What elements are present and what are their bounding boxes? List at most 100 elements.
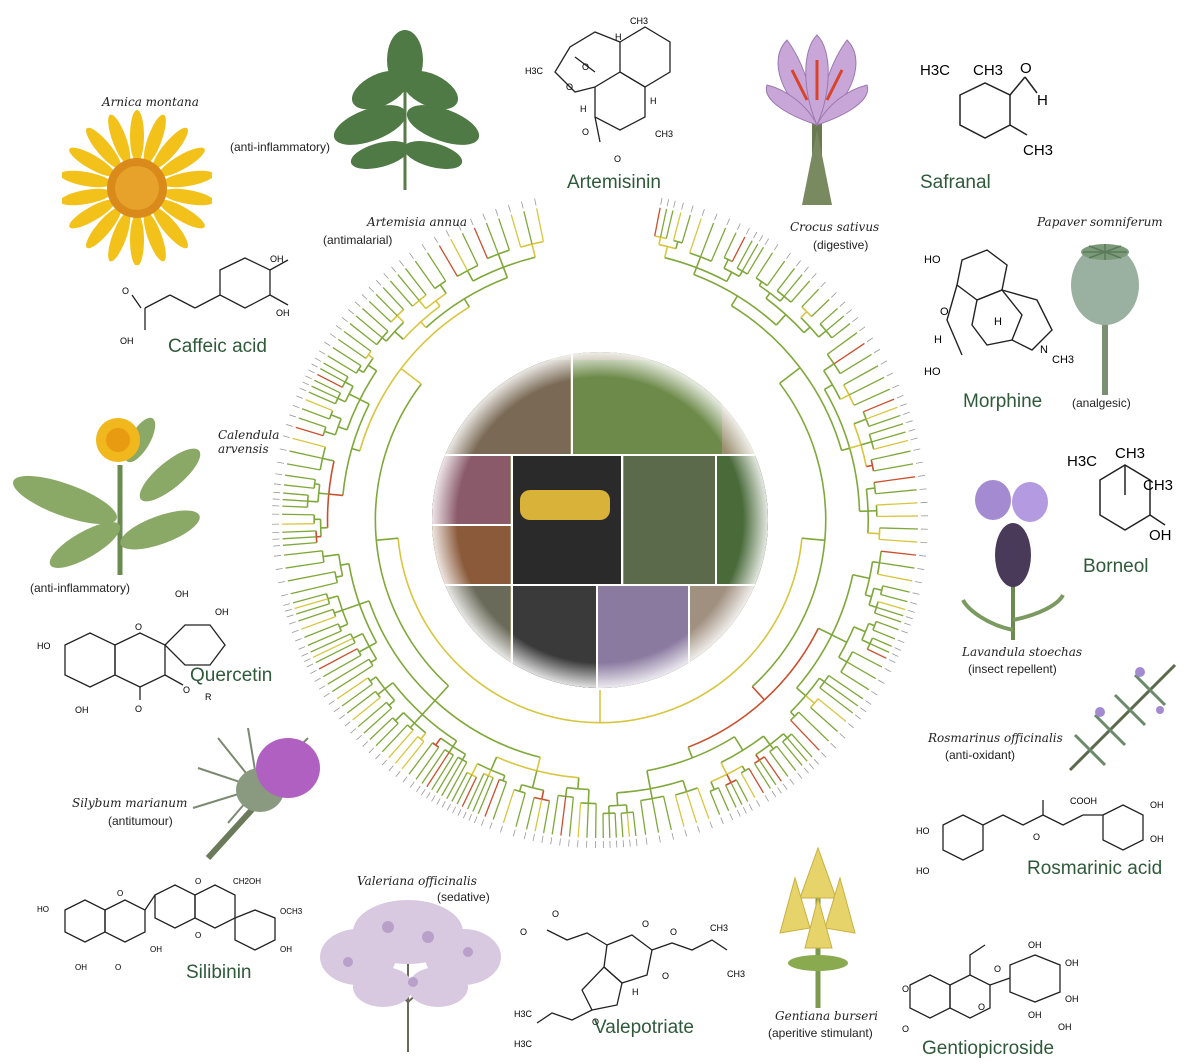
chem-label: O <box>552 909 559 919</box>
chem-label: OH <box>75 705 89 715</box>
thistle-flower-icon <box>192 728 320 861</box>
compound-borneol: Borneol <box>1083 556 1149 577</box>
plant-use-valeriana: (sedative) <box>437 890 490 904</box>
compound-gentiopicroside: Gentiopicroside <box>922 1038 1055 1059</box>
rosemary-sprig-icon <box>1068 663 1177 772</box>
plant-name-rosmarinus: Rosmarinus officinalis <box>928 731 1063 745</box>
chem-label: O <box>902 984 909 994</box>
chem-label: O <box>566 82 573 92</box>
compound-valepotriate: Valepotriate <box>594 1017 694 1038</box>
chem-label: OH <box>1149 527 1172 544</box>
compound-artemisinin: Artemisinin <box>567 172 661 193</box>
chem-label: H3C <box>525 66 544 76</box>
chem-label: CH3 <box>1115 445 1145 462</box>
compound-silibinin: Silibinin <box>186 962 252 983</box>
plant-use-rosmarinus: (anti-oxidant) <box>945 748 1016 762</box>
chem-label: OH <box>276 308 290 318</box>
compound-quercetin: Quercetin <box>190 665 273 686</box>
chem-label: O <box>670 927 677 937</box>
chem-label: CH3 <box>710 923 728 933</box>
chem-label: O <box>1033 832 1040 842</box>
yellow-daisy-flower-icon <box>62 110 212 265</box>
chem-label: OH <box>120 336 134 346</box>
chem-label: N <box>1040 344 1048 356</box>
plant-name-artemisia: Artemisia annua <box>367 215 468 229</box>
chem-label: OH <box>75 963 87 972</box>
phylogenetic-tree <box>272 197 928 848</box>
chem-label: O <box>122 286 129 296</box>
chem-label: CH3 <box>973 62 1003 79</box>
chem-label: OH <box>1058 1022 1072 1032</box>
chem-label: O <box>520 927 527 937</box>
chem-label: CH3 <box>1052 354 1074 366</box>
plant-use-gentiana: (aperitive stimulant) <box>768 1026 873 1040</box>
chem-label: O <box>115 963 121 972</box>
purple-crocus-flower-icon <box>765 34 869 205</box>
chem-label: O <box>195 877 201 886</box>
chem-label: CH3 <box>1023 142 1053 159</box>
gentiopicroside-structure: OH OH O O OH O O OH OH <box>902 940 1079 1034</box>
chem-label: OH <box>280 945 292 954</box>
chem-label: OH <box>1028 940 1042 950</box>
plant-name-valeriana: Valeriana officinalis <box>357 874 477 888</box>
artemisinin-structure: CH3 H3C H O O H H CH3 O O <box>525 16 673 164</box>
chem-label: H <box>1037 92 1048 109</box>
chem-label: CH3 <box>1143 477 1173 494</box>
plant-name-silybum: Silybum marianum <box>72 796 188 810</box>
plant-name-crocus: Crocus sativus <box>790 220 880 234</box>
chem-label: O <box>582 127 589 137</box>
chem-label: H <box>650 96 657 106</box>
chem-label: O <box>135 622 142 632</box>
chem-label: O <box>1020 60 1032 77</box>
valepotriate-structure: O O O O H CH3 CH3 O H3C H3C O <box>514 909 745 1049</box>
plant-name-calendula: Calendula arvensis <box>218 428 280 456</box>
chem-label: H <box>580 104 587 114</box>
chem-label: OH <box>1065 994 1079 1004</box>
chem-label: H <box>934 334 942 346</box>
chem-label: H <box>615 32 622 42</box>
chem-label: OH <box>150 945 162 954</box>
poppy-capsule-icon <box>1071 244 1139 395</box>
chem-label: R <box>205 692 212 702</box>
plant-name-gentiana: Gentiana burseri <box>775 1009 878 1023</box>
chem-label: H3C <box>514 1039 533 1049</box>
morphine-structure: HO O H H N CH3 HO <box>924 249 1074 378</box>
chem-label: HO <box>924 254 941 266</box>
chem-label: H3C <box>1067 453 1097 470</box>
ethnobotany-photo-collage-icon <box>432 352 768 688</box>
chem-label: HO <box>916 866 930 876</box>
chem-label: CH3 <box>630 16 648 26</box>
chem-label: O <box>117 889 123 898</box>
plant-name-arnica: Arnica montana <box>102 95 199 109</box>
chem-label: O <box>135 704 142 714</box>
chem-label: OH <box>270 254 284 264</box>
chem-label: OH <box>1028 1010 1042 1020</box>
fern-like-leaf-icon <box>333 30 480 190</box>
chem-label: H3C <box>514 1009 533 1019</box>
chem-label: O <box>902 1024 909 1034</box>
chem-label: O <box>662 971 669 981</box>
lavender-flower-icon <box>961 480 1065 640</box>
compound-morphine: Morphine <box>963 391 1043 412</box>
plant-use-silybum: (antitumour) <box>108 814 173 828</box>
plant-use-papaver: (analgesic) <box>1072 396 1131 410</box>
safranal-structure: H3C CH3 O H CH3 <box>920 60 1053 159</box>
plant-use-arnica: (anti-inflammatory) <box>230 140 331 154</box>
chem-label: OH <box>175 589 189 599</box>
rosmarinic-acid-structure: O COOH OH HO OH HO <box>916 796 1164 876</box>
compound-caffeic-acid: Caffeic acid <box>168 336 267 357</box>
plant-name-lavandula: Lavandula stoechas <box>962 645 1083 659</box>
chem-label: O <box>978 1002 985 1012</box>
chem-label: HO <box>37 641 51 651</box>
chem-label: HO <box>916 826 930 836</box>
chem-label: O <box>994 964 1001 974</box>
chem-label: HO <box>37 905 49 914</box>
chem-label: O <box>614 154 621 164</box>
chem-label: COOH <box>1070 796 1097 806</box>
chem-label: OH <box>215 607 229 617</box>
chem-label: CH3 <box>655 129 673 139</box>
valerian-flower-cluster-icon <box>320 900 501 1052</box>
borneol-structure: H3C CH3 CH3 OH <box>1067 445 1173 544</box>
plant-use-artemisia: (antimalarial) <box>323 233 393 247</box>
